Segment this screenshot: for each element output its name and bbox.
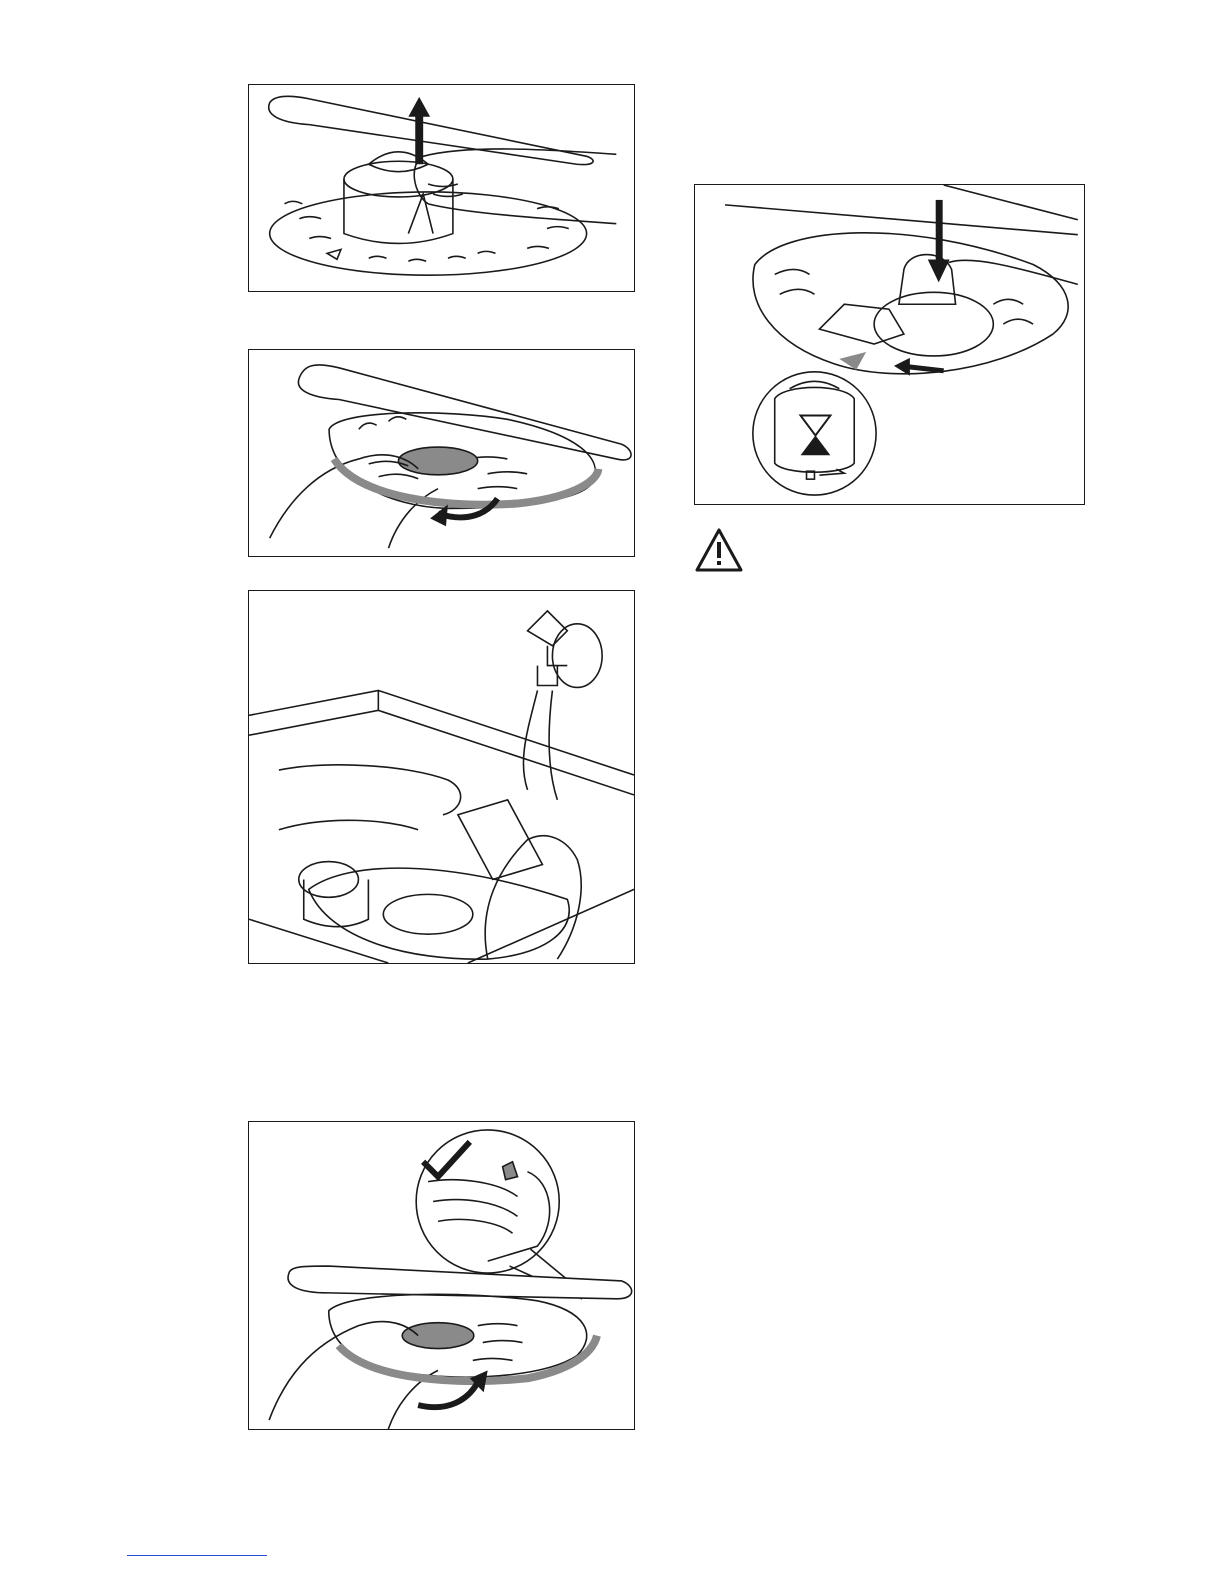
figure-remove-filter bbox=[248, 84, 635, 292]
rotate-flat-filter-icon bbox=[249, 350, 634, 556]
footer-link-underline[interactable] bbox=[127, 1555, 267, 1556]
warning-icon bbox=[694, 527, 744, 573]
refit-flat-filter-check-icon bbox=[249, 1122, 634, 1429]
figure-lock-filter bbox=[694, 184, 1085, 505]
figure-rotate-flat-filter bbox=[248, 349, 635, 557]
lock-filter-icon bbox=[695, 185, 1084, 504]
remove-filter-icon bbox=[249, 85, 634, 291]
rinse-filters-under-tap-icon bbox=[249, 591, 634, 963]
figure-refit-flat-filter bbox=[248, 1121, 635, 1430]
figure-rinse-filters bbox=[248, 590, 635, 964]
